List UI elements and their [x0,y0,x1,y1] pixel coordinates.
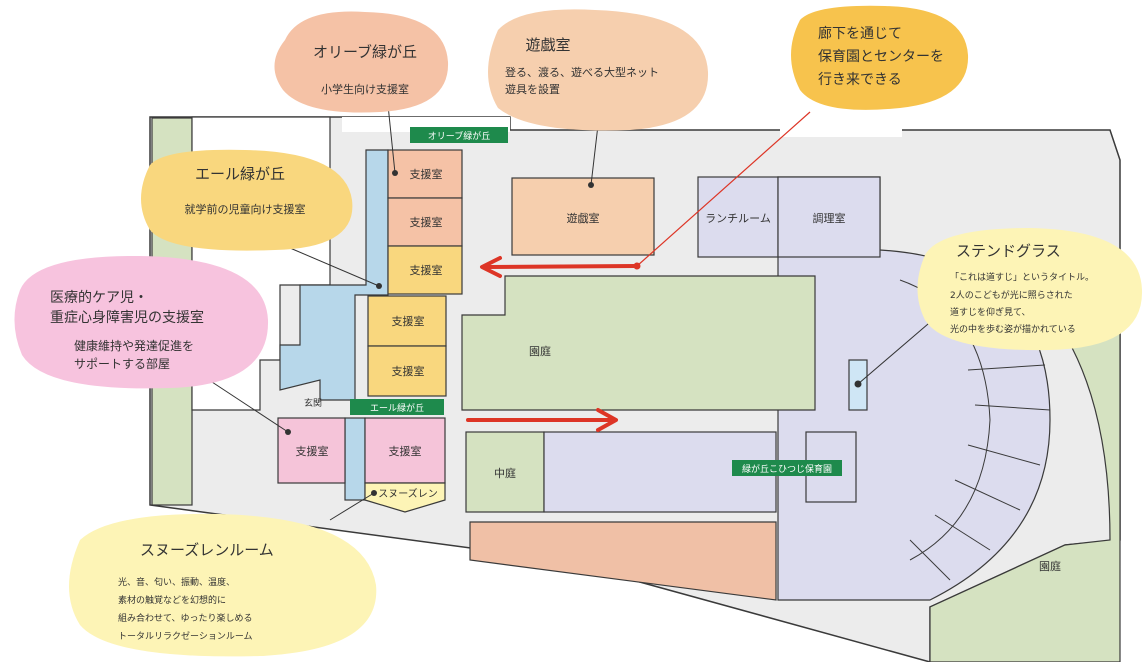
yellow-room-3-label: 支援室 [392,364,425,378]
playroom-bubble-line-2: 遊具を設置 [505,82,560,96]
blue-corridor-lower [344,417,366,501]
stained-bubble-line-4: 光の中を歩む姿が描かれている [950,323,1076,335]
play-room-label: 遊戯室 [567,211,600,225]
olive-room-1-label: 支援室 [410,167,443,181]
yellow-room-2 [367,295,447,347]
corridor-bubble-line-1: 廊下を通じて [818,25,902,42]
garden-center-label: 園庭 [529,344,551,358]
snoezelen-bubble-line-4: トータルリラクゼーションルーム [118,630,253,642]
arrow-left [486,264,637,269]
medical-bubble-title-2: 重症心身障害児の支援室 [50,309,204,326]
pink-room-1-label: 支援室 [296,444,329,458]
snoezelen-room [364,482,446,513]
courtyard-label: 中庭 [494,466,516,480]
yellow-room-1 [387,245,463,295]
arrow-right-head [596,408,618,432]
arrow-left-head [480,256,502,278]
pink-room-1 [277,417,346,484]
stained-bubble-line-3: 道すじを仰ぎ見て、 [950,306,1031,318]
playroom-bubble-line-1: 登る、渡る、遊べる大型ネット [505,65,659,79]
leader-lines [211,104,936,521]
medical-bubble-line-1: 健康維持や発達促進を [74,338,194,353]
olive-room-2-label: 支援室 [410,215,443,229]
corridor-bubble [791,5,969,110]
playroom-bubble [488,9,709,131]
yellow-room-1-label: 支援室 [410,263,443,277]
pink-room-2-label: 支援室 [389,444,422,458]
stained-bubble-title: ステンドグラス [956,242,1061,260]
kitchen-room [777,176,881,258]
garden-right-label: 園庭 [1039,559,1061,573]
blue-corridor [279,149,389,401]
courtyard-box [465,431,545,513]
interior-block-right-top [780,117,902,137]
snoezelen-label: スヌーズレン [378,487,438,500]
stained-bubble-line-1: 「これは道すじ」というタイトル。 [950,271,1094,283]
lunch-room [697,176,779,258]
snoezelen-bubble-title: スヌーズレンルーム [140,541,274,559]
snoezelen-bubble-line-1: 光、音、匂い、振動、温度、 [118,576,235,588]
bottom-salmon-room [469,521,777,601]
stained-bubble-line-2: 2人のこどもが光に照らされた [950,289,1073,301]
ale-bubble [141,149,353,251]
play-room-box [511,177,655,256]
medical-bubble [14,255,269,389]
ale-bubble-line-1: 就学前の児童向け支援室 [185,202,306,216]
kitchen-label: 調理室 [813,211,846,225]
playroom-bubble-title: 遊戯室 [525,36,570,54]
olive-bubble [274,11,449,113]
olive-tag-text: オリーブ緑が丘 [428,130,490,142]
medical-bubble-line-2: サポートする部屋 [74,356,170,371]
nursery-tag-text: 緑が丘こひつじ保育園 [742,463,832,475]
central-garden [461,275,816,411]
yellow-room-3 [367,345,447,397]
olive-bubble-line-1: 小学生向け支援室 [321,82,409,96]
ale-bubble-title: エール緑が丘 [195,165,285,183]
stained-bubble [917,228,1143,351]
snoezelen-bubble-line-2: 素材の触覚などを幻想的に [118,594,226,606]
snoezelen-bubble [69,513,377,657]
leader-corridor [636,111,811,267]
olive-tag [410,127,508,143]
medical-bubble-title-1: 医療的ケア児・ [50,289,148,306]
corridor-bubble-line-3: 行き来できる [818,72,902,88]
lunch-room-label: ランチルーム [705,212,771,225]
pink-room-2 [364,417,446,484]
ale-tag-text: エール緑が丘 [370,402,424,414]
entrance-label: 玄関 [304,397,322,409]
olive-bubble-title: オリーブ緑が丘 [313,43,417,61]
ale-tag [350,399,444,415]
olive-room-2 [387,197,463,247]
snoezelen-bubble-line-3: 組み合わせて、ゆったり楽しめる [118,612,253,624]
nursery-tag [732,460,842,476]
yellow-room-2-label: 支援室 [392,314,425,328]
corridor-bubble-line-2: 保育園とセンターを [818,49,944,65]
